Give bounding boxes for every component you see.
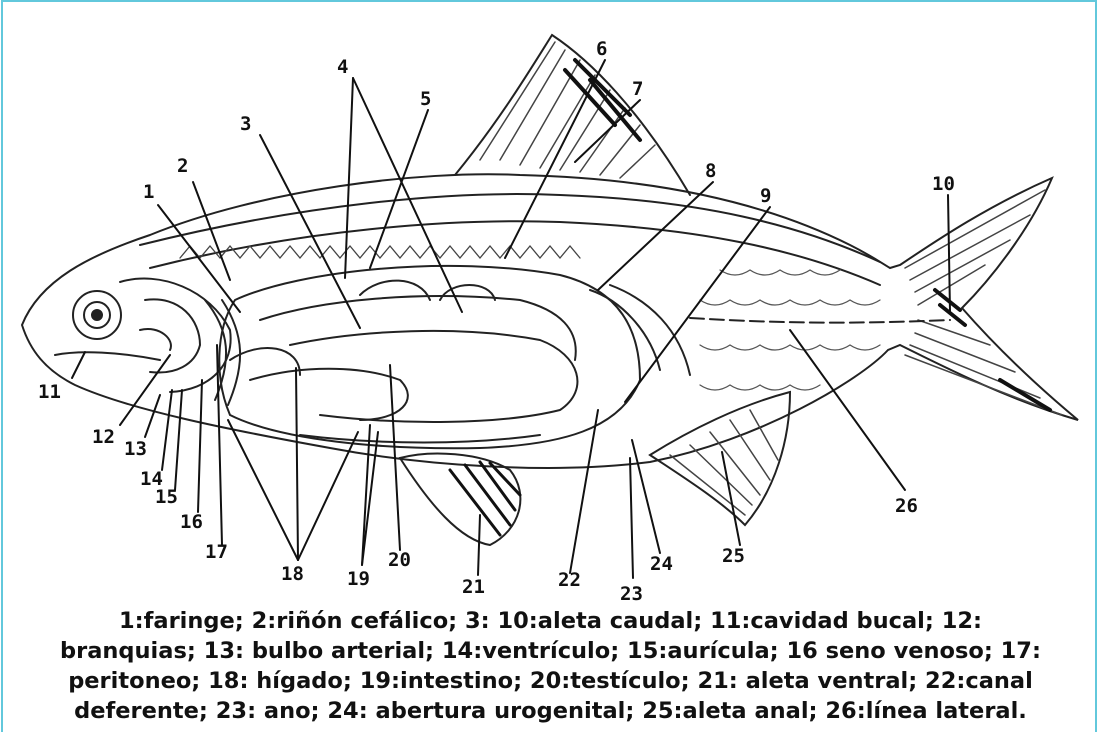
- label-21: 21: [462, 576, 485, 598]
- caption-line: deferente; 23: ano; 24: abertura urogeni…: [14, 696, 1087, 726]
- label-5: 5: [420, 88, 431, 110]
- label-2: 2: [177, 155, 188, 177]
- caption-line: peritoneo; 18: hígado; 19:intestino; 20:…: [14, 666, 1087, 696]
- caption-line: 1:faringe; 2:riñón cefálico; 3: 10:aleta…: [14, 606, 1087, 636]
- label-13: 13: [124, 438, 147, 460]
- body-cavity: [219, 266, 640, 448]
- label-8: 8: [705, 160, 716, 182]
- label-23: 23: [620, 583, 643, 605]
- lateral-line: [690, 318, 950, 323]
- label-26: 26: [895, 495, 918, 517]
- label-7: 7: [632, 78, 643, 100]
- label-12: 12: [92, 426, 115, 448]
- label-16: 16: [180, 511, 203, 533]
- label-17: 17: [205, 541, 228, 563]
- fish-anatomy-diagram: 1 2 3 4 5 6 7 8 9 10 11 12 13 14 15 16 1…: [0, 0, 1101, 606]
- label-1: 1: [143, 181, 154, 203]
- dorsal-fin: [455, 35, 690, 195]
- anal-fin: [650, 392, 790, 525]
- label-4: 4: [337, 56, 348, 78]
- label-24: 24: [650, 553, 673, 575]
- label-18: 18: [281, 563, 304, 585]
- label-25: 25: [722, 545, 745, 567]
- label-20: 20: [388, 549, 411, 571]
- label-10: 10: [932, 173, 955, 195]
- label-22: 22: [558, 569, 581, 591]
- label-11: 11: [38, 381, 61, 403]
- caption-line: branquias; 13: bulbo arterial; 14:ventrí…: [14, 636, 1087, 666]
- label-6: 6: [596, 38, 607, 60]
- label-9: 9: [760, 185, 771, 207]
- label-19: 19: [347, 568, 370, 590]
- label-15: 15: [155, 486, 178, 508]
- label-3: 3: [240, 113, 251, 135]
- figure-caption: 1:faringe; 2:riñón cefálico; 3: 10:aleta…: [14, 606, 1087, 726]
